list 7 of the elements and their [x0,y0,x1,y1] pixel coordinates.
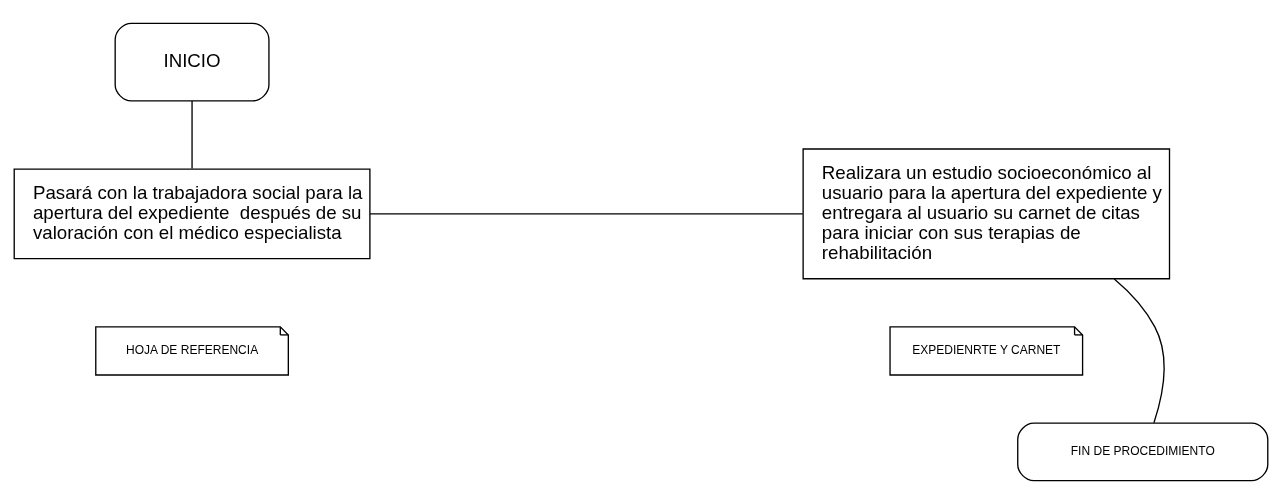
node-box: Pasará con la trabajadora social para la apertura del expediente después de su valoración con el médico especialista [13,167,371,259]
node-box: INICIO [114,22,270,102]
node-box: Realizara un estudio socioeconómico al usuario para la apertura del expediente y entregara al usuario su carnet de citas para iniciar con sus terapias de rehabilitación [802,147,1171,279]
node-box: FIN DE PROCEDIMIENTO [1017,421,1269,481]
connector [1113,277,1165,423]
connector [191,99,193,169]
connector [369,212,804,215]
